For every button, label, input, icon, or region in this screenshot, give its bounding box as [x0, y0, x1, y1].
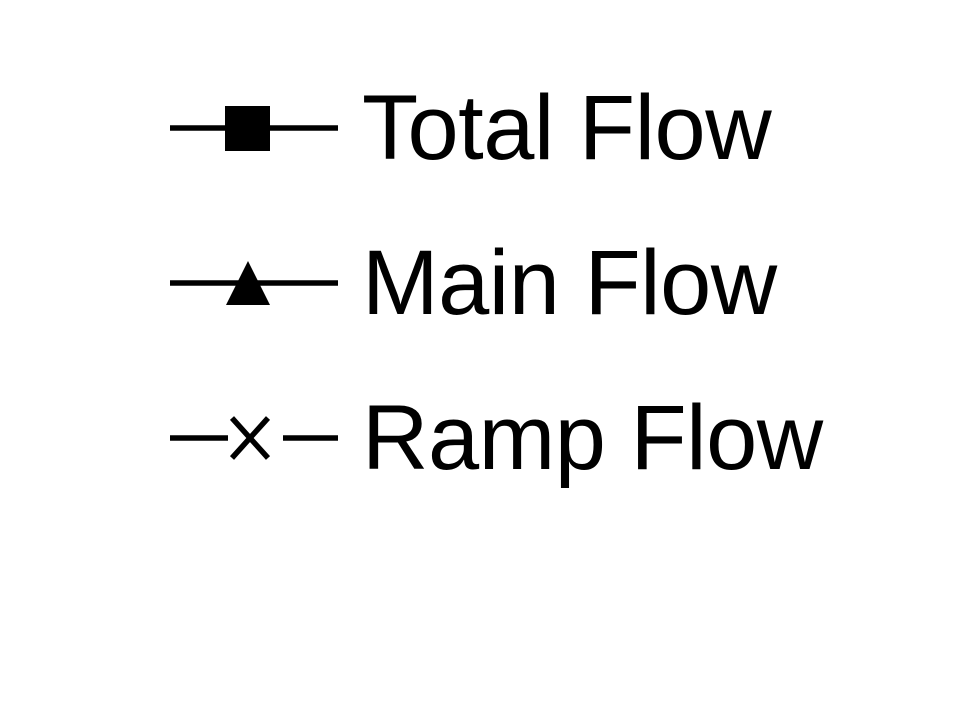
legend-label-main-flow: Main Flow	[362, 232, 777, 334]
cross-marker-icon	[229, 416, 271, 460]
square-marker-icon	[225, 106, 270, 151]
legend-label-total-flow: Total Flow	[362, 77, 772, 179]
legend-sample-main-flow	[170, 218, 340, 348]
legend-sample-ramp-flow	[170, 373, 340, 503]
triangle-marker-icon	[226, 261, 270, 305]
legend-label-ramp-flow: Ramp Flow	[362, 387, 823, 489]
legend-entry-ramp-flow[interactable]: Ramp Flow	[0, 373, 960, 503]
legend-entry-total-flow[interactable]: Total Flow	[0, 63, 960, 193]
legend-sample-total-flow	[170, 63, 340, 193]
legend-entry-main-flow[interactable]: Main Flow	[0, 218, 960, 348]
